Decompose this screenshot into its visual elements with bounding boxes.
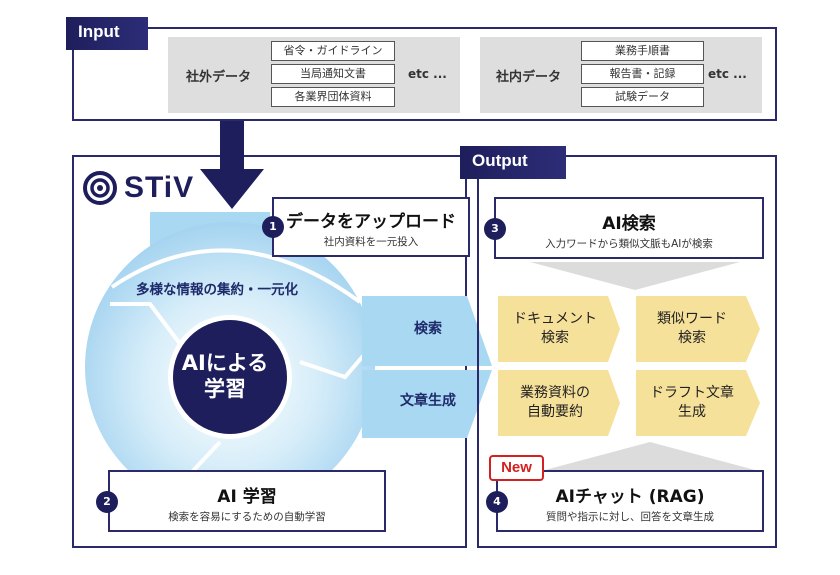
connector-up [545,442,755,470]
feature-line: ドキュメント [513,311,597,327]
input-frame [72,27,777,121]
generation-arrow-shape [362,370,492,438]
learning-cycle-graphic [85,212,377,482]
internal-data-group: 社内データ 業務手順書 報告書・記録 試験データ etc ... [480,37,762,113]
stiv-logo-text: STiV [124,171,195,204]
output-tab: Output [460,146,566,179]
step-number-badge: 4 [486,491,508,513]
stiv-logo-icon [83,171,117,205]
step-ai-learning: AI 学習 検索を容易にするための自動学習 [108,470,386,532]
step-title: AI検索 [602,214,656,234]
center-label-line1: AIによる [181,351,269,375]
feature-similar-word-search: 類似ワード 検索 [636,310,748,348]
feature-shape [498,370,620,436]
internal-data-item: 業務手順書 [581,41,704,61]
step-number-badge: 1 [262,216,284,238]
function-arrows [362,296,492,438]
stiv-logo: STiV [82,170,194,206]
external-data-item: 省令・ガイドライン [271,41,395,61]
step-number-badge: 2 [96,491,118,513]
internal-data-item: 試験データ [581,87,704,107]
center-label-line2: 学習 [204,377,246,401]
feature-arrows [498,296,760,436]
search-arrow-shape [362,296,492,366]
function-search-label: 検索 [414,321,442,337]
external-data-group: 社外データ 省令・ガイドライン 当局通知文書 各業界団体資料 etc ... [168,37,460,113]
feature-line: 検索 [678,330,706,346]
step-number-badge: 3 [484,218,506,240]
step-ai-search: AI検索 入力ワードから類似文脈もAIが検索 [494,197,764,259]
function-generation-label: 文章生成 [400,393,456,409]
feature-draft-generation: ドラフト文章 生成 [636,384,748,422]
step-title: AIチャット (RAG) [555,487,705,507]
step-title: AI 学習 [217,487,277,507]
input-tab: Input [66,17,148,50]
feature-line: ドラフト文章 [650,385,734,401]
external-data-label: 社外データ [186,70,252,85]
feature-line: 業務資料の [520,385,590,401]
connector-down [530,262,740,290]
cycle-label: 多様な情報の集約・一元化 [136,282,298,298]
step-title: データをアップロード [286,212,456,232]
step-subtitle: 質問や指示に対し、回答を文章生成 [546,511,714,523]
external-data-item: 当局通知文書 [271,64,395,84]
internal-data-item: 報告書・記録 [581,64,704,84]
center-circle [173,320,287,434]
step-subtitle: 入力ワードから類似文脈もAIが検索 [545,238,713,250]
cycle-divider [110,302,192,359]
output-panel [477,155,777,548]
internal-etc: etc ... [708,67,747,81]
step-upload: データをアップロード 社内資料を一元投入 [272,197,470,257]
feature-document-search: ドキュメント 検索 [500,310,610,348]
feature-line: 生成 [678,404,706,420]
step-subtitle: 社内資料を一元投入 [323,236,419,248]
cycle-divider [110,248,362,304]
feature-shape [636,296,760,362]
cycle-divider [188,440,222,476]
feature-auto-summary: 業務資料の 自動要約 [500,384,610,422]
external-etc: etc ... [408,67,447,81]
center-label: AIによる 学習 [160,350,290,402]
new-badge: New [489,455,544,481]
feature-line: 自動要約 [527,404,583,420]
external-data-item: 各業界団体資料 [271,87,395,107]
feature-shape [498,296,620,362]
feature-shape [636,370,760,436]
feature-line: 類似ワード [657,311,727,327]
internal-data-label: 社内データ [496,70,562,85]
feature-line: 検索 [541,330,569,346]
step-subtitle: 検索を容易にするための自動学習 [168,511,326,523]
down-arrow-icon [200,121,264,209]
